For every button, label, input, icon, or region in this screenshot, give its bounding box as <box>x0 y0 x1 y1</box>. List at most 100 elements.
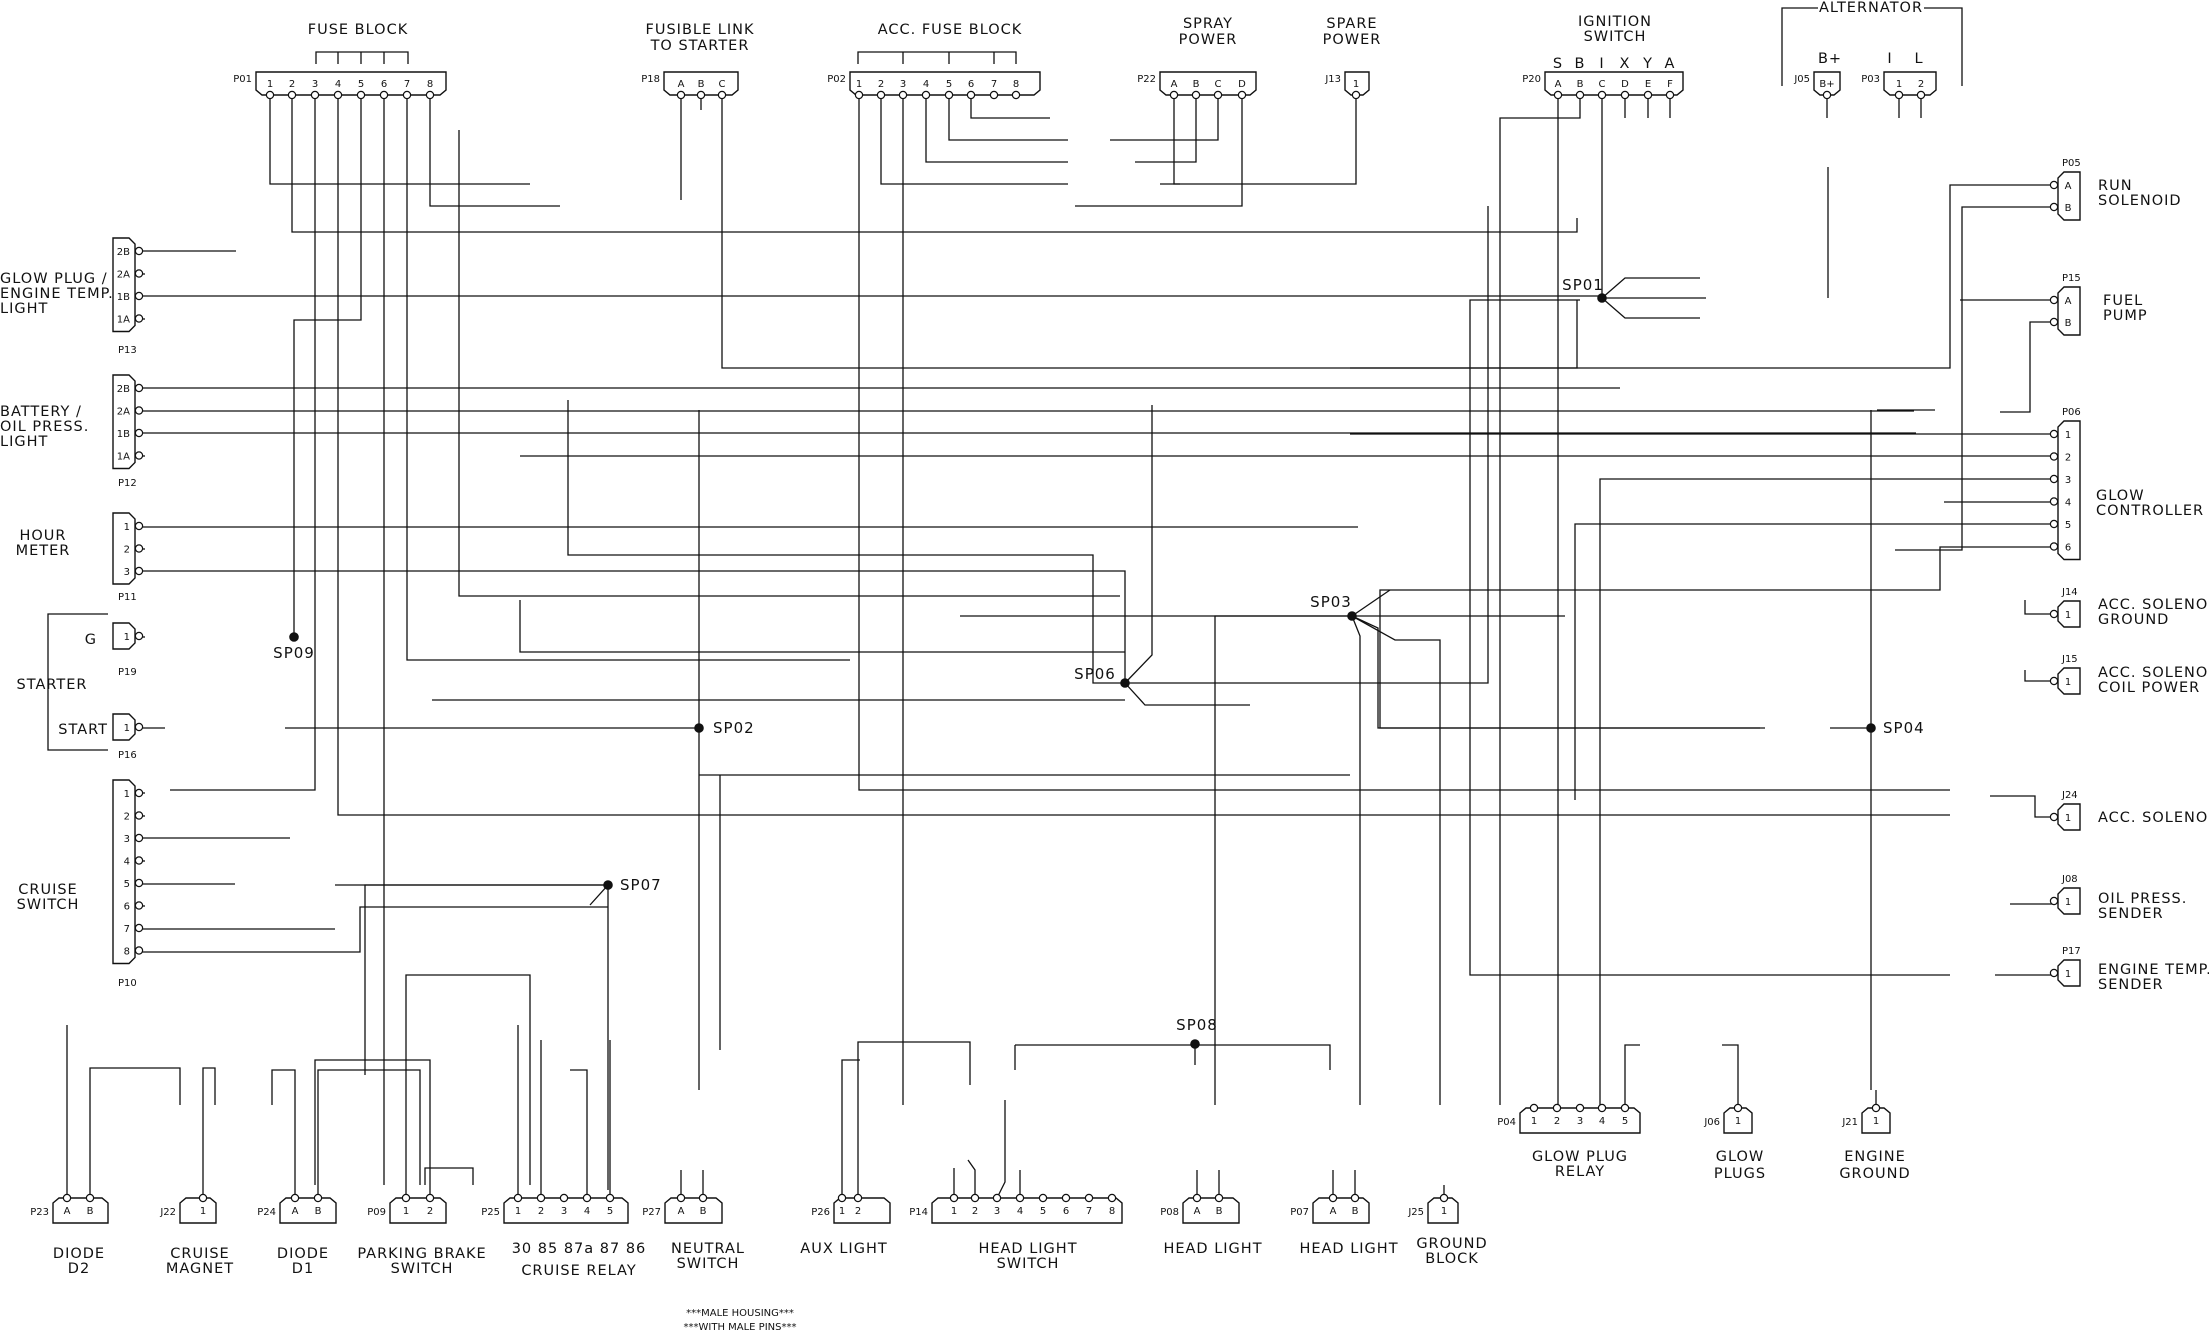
pin-label: B <box>2065 203 2072 214</box>
pin-label: 1 <box>951 1206 957 1217</box>
pin-terminal <box>992 1193 1002 1203</box>
pin-label: 4 <box>584 1206 590 1217</box>
p01-tag: P01 <box>233 74 252 85</box>
pin-label: 1 <box>839 1206 845 1217</box>
pin-label: 1 <box>2065 430 2071 441</box>
splice-label-sp07: SP07 <box>620 876 662 894</box>
p15-connector <box>2057 286 2081 336</box>
j21-tag: J21 <box>1841 1117 1858 1128</box>
p18-label: TO STARTER <box>650 38 750 54</box>
wire <box>1075 95 1243 207</box>
pin-terminal <box>1439 1193 1449 1203</box>
p23-connector <box>52 1197 109 1224</box>
pin-terminal <box>401 1193 411 1203</box>
p23-tag: P23 <box>30 1207 49 1218</box>
wire <box>337 95 1950 816</box>
wire <box>1351 589 1391 617</box>
j13-label: POWER <box>1323 32 1382 48</box>
splice-label-sp01: SP01 <box>1562 276 1604 294</box>
pin-terminal <box>62 1193 72 1203</box>
j25-tag: J25 <box>1407 1207 1424 1218</box>
wire <box>1924 7 1963 86</box>
wire <box>317 1069 421 1198</box>
pin-label: 1 <box>856 79 862 90</box>
pin-terminal <box>402 90 412 100</box>
splice-label-sp04: SP04 <box>1883 719 1925 737</box>
j21-connector <box>1861 1107 1891 1134</box>
wire <box>315 51 409 64</box>
wire <box>841 1059 860 1198</box>
pin-label: 4 <box>1599 1116 1605 1127</box>
wire <box>202 1067 216 1198</box>
pin-terminal <box>1575 90 1585 100</box>
pin-label: A <box>1555 79 1562 90</box>
pin-label: 1 <box>124 522 130 533</box>
pin-terminal <box>425 1193 435 1203</box>
pin-label: 7 <box>124 924 130 935</box>
p06-tag: P06 <box>2062 407 2081 418</box>
pin-label: A <box>1194 1206 1201 1217</box>
p05-tag: P05 <box>2062 158 2081 169</box>
wire <box>424 1167 474 1185</box>
pin-label: 3 <box>2065 475 2071 486</box>
p20-label: IGNITION <box>1578 14 1652 30</box>
p27-label: SWITCH <box>677 1256 740 1272</box>
p02-connector <box>849 71 1041 96</box>
j06-tag: J06 <box>1703 1117 1720 1128</box>
pin-terminal <box>134 811 144 820</box>
pin-label: 7 <box>404 79 410 90</box>
pin-terminal <box>1038 1193 1048 1203</box>
p12-label: LIGHT <box>0 434 48 450</box>
pin-label: 5 <box>946 79 952 90</box>
wire <box>948 95 1068 141</box>
j22-label: CRUISE <box>170 1246 229 1262</box>
p17-connector <box>2057 959 2081 987</box>
pin-terminal <box>1107 1193 1117 1203</box>
wire <box>1214 615 1352 1105</box>
pin-terminal <box>85 1193 95 1203</box>
pin-terminal <box>717 90 727 100</box>
pin-terminal <box>2049 317 2059 327</box>
pin-label: 3 <box>561 1206 567 1217</box>
pin-terminal <box>1061 1193 1071 1203</box>
p06-connector <box>2057 420 2081 561</box>
ignition-position-label: S <box>1553 56 1563 72</box>
p09-connector <box>389 1197 447 1224</box>
wire-harness <box>47 7 2054 1199</box>
pin-label: 2 <box>878 79 884 90</box>
j14-connector <box>2057 600 2081 628</box>
wire <box>880 95 1068 185</box>
p18-label: FUSIBLE LINK <box>646 22 755 38</box>
wire <box>1574 523 2054 800</box>
pin-label: 1B <box>117 429 130 440</box>
j08-label: OIL PRESS. <box>2098 891 2187 907</box>
wire <box>996 1100 1006 1199</box>
pin-label: 1 <box>1353 79 1359 90</box>
wire <box>1351 615 1760 729</box>
j25-label: BLOCK <box>1425 1251 1479 1267</box>
pin-label: 4 <box>2065 498 2071 509</box>
wire <box>291 95 1578 233</box>
p15-label: PUMP <box>2103 308 2148 324</box>
p03-connector <box>1883 71 1937 96</box>
pin-terminal <box>379 90 389 100</box>
wire <box>1895 206 2054 551</box>
wire <box>1379 546 2054 729</box>
pin-label: 1 <box>1735 1116 1741 1127</box>
splice-label-sp02: SP02 <box>713 719 755 737</box>
pin-terminal <box>287 90 297 100</box>
pin-terminal <box>1620 90 1630 100</box>
pin-terminal <box>134 722 144 732</box>
pin-label: 3 <box>1577 1116 1583 1127</box>
splice-sp08 <box>1190 1039 1200 1049</box>
p23-label: D2 <box>68 1261 90 1277</box>
pin-terminal <box>134 291 144 301</box>
wire <box>406 95 850 661</box>
pin-terminal <box>134 833 144 843</box>
wire <box>857 1041 971 1198</box>
splice-label-sp08: SP08 <box>1176 1016 1218 1034</box>
j14-label: GROUND <box>2098 612 2169 628</box>
pin-label: B <box>315 1206 322 1217</box>
j24-connector <box>2057 803 2081 831</box>
pin-terminal <box>1597 1103 1607 1113</box>
